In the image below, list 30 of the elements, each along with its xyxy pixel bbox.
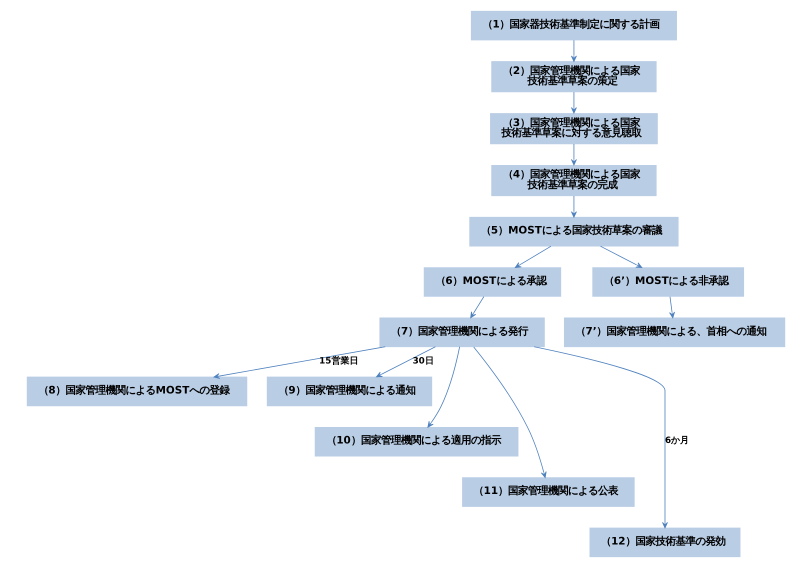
arrow — [534, 346, 668, 528]
node-box: （8）国家管理機関によるMOSTへの登録 — [26, 376, 248, 406]
arrow — [571, 144, 577, 166]
node-box: （4）国家管理機関による国家技術基準草案の完成 — [491, 164, 657, 196]
edge-label: 6か月 — [664, 436, 690, 446]
arrow — [376, 346, 436, 378]
edge-label: 30日 — [412, 356, 434, 366]
node-box: （7’）国家管理機関による、首相への通知 — [564, 318, 786, 348]
arrow — [571, 40, 577, 62]
arrow — [470, 296, 484, 318]
node-box: （6’）MOSTによる非承認 — [592, 267, 744, 297]
node-box: （12）国家技術基準の発効 — [590, 528, 740, 558]
arrow — [571, 92, 577, 114]
node-box: （1）国家器技術基準制定に関する計画 — [470, 10, 677, 40]
arrow — [473, 346, 547, 478]
arrow — [213, 346, 386, 379]
node-box: （7）国家管理機関による発行 — [379, 318, 545, 348]
node-box: （9）国家管理機関による通知 — [266, 376, 432, 406]
node-box: （10）国家管理機関による適用の指示 — [314, 426, 518, 457]
node-box: （5）MOSTによる国家技術草案の審議 — [469, 216, 679, 246]
arrow — [669, 296, 675, 318]
node-box: （2）国家管理機関による国家技術基準草案の策定 — [491, 61, 657, 92]
arrow — [600, 246, 642, 268]
node-box: （6）MOSTによる承認 — [424, 267, 562, 297]
arrow — [427, 346, 460, 428]
edge-label: 15営業日 — [319, 356, 358, 366]
node-box: （3）国家管理機関による国家技術基準草案に対する意見聴取 — [490, 113, 658, 144]
arrow — [514, 246, 552, 268]
arrow — [571, 196, 577, 218]
node-box: （11）国家管理機関による公表 — [462, 477, 635, 507]
